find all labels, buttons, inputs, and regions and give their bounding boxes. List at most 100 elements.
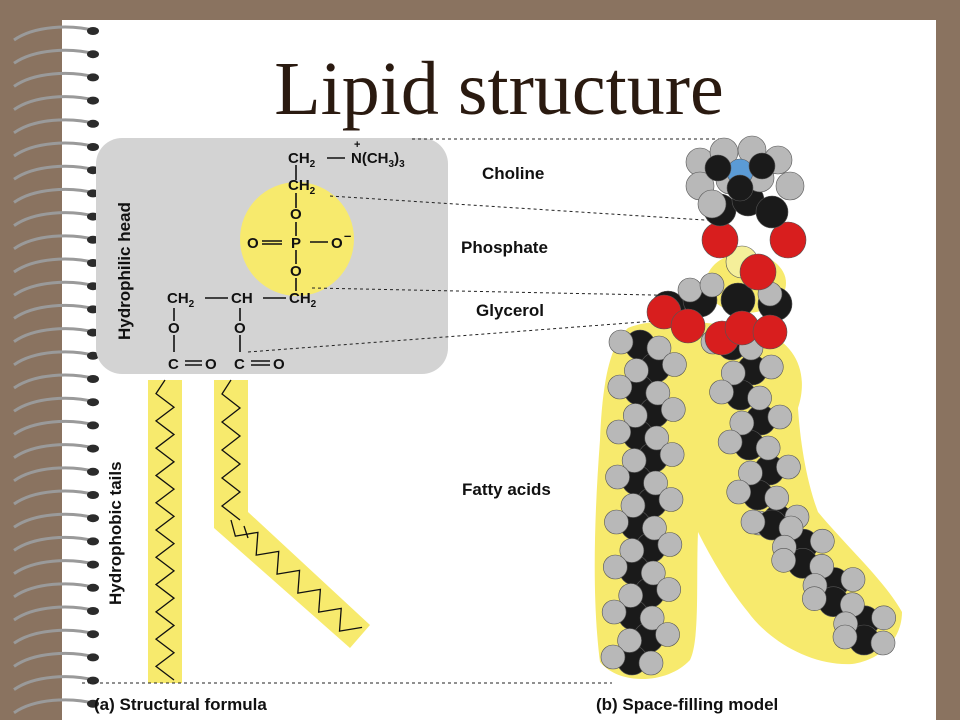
hydrophilic-head-label: Hydrophilic head xyxy=(115,202,134,340)
zigzag-chain xyxy=(154,379,176,681)
atom-sphere xyxy=(832,624,858,650)
atom-sphere xyxy=(701,221,739,259)
atom-sphere xyxy=(639,605,665,631)
atom-sphere xyxy=(608,329,634,355)
binding-hole xyxy=(87,699,99,708)
atom-sphere xyxy=(617,628,642,653)
caption-structural-formula: (a) Structural formula xyxy=(94,695,267,714)
zigzag-chain xyxy=(220,379,242,521)
atom-sphere xyxy=(755,195,789,229)
svg-text:CH: CH xyxy=(231,290,253,307)
atom-sphere xyxy=(704,154,732,182)
spiral-binding xyxy=(13,25,99,715)
atom-sphere xyxy=(645,380,671,406)
atom-sphere xyxy=(802,586,827,611)
space-filling-atoms xyxy=(600,135,896,676)
svg-text:C: C xyxy=(234,356,245,373)
atom-sphere xyxy=(840,567,866,592)
atom-sphere xyxy=(677,277,703,303)
atom-sphere xyxy=(717,429,743,455)
atom-sphere xyxy=(748,152,776,180)
atom-sphere xyxy=(607,374,633,400)
atom-sphere xyxy=(771,548,796,573)
binding-hole xyxy=(87,560,99,569)
svg-text:O: O xyxy=(168,320,180,337)
svg-text:O: O xyxy=(331,235,343,252)
atom-sphere xyxy=(720,360,746,386)
atom-sphere xyxy=(624,358,649,383)
atom-sphere xyxy=(620,493,646,518)
binding-hole xyxy=(87,351,99,360)
binding-hole xyxy=(87,143,99,151)
svg-text:C: C xyxy=(168,356,179,373)
binding-hole xyxy=(87,583,99,592)
atom-sphere xyxy=(670,308,706,344)
binding-hole xyxy=(87,630,99,639)
svg-text:P: P xyxy=(291,235,301,252)
hydrophobic-tails-label: Hydrophobic tails xyxy=(106,461,125,605)
binding-hole xyxy=(87,514,99,523)
atom-sphere xyxy=(656,577,682,602)
phosphate-label: Phosphate xyxy=(461,238,548,257)
atom-sphere xyxy=(655,622,680,647)
atom-sphere xyxy=(601,599,627,625)
atom-sphere xyxy=(729,410,755,436)
double-bond-mark xyxy=(243,525,249,539)
atom-sphere xyxy=(764,485,790,511)
atom-sphere xyxy=(646,335,672,361)
svg-text:O: O xyxy=(234,320,246,337)
atom-sphere xyxy=(605,464,630,490)
atom-sphere xyxy=(622,403,648,428)
atom-sphere xyxy=(600,644,626,670)
svg-text:N(CH3)3: N(CH3)3 xyxy=(351,150,405,170)
binding-hole xyxy=(87,398,99,407)
atom-sphere xyxy=(644,425,670,451)
atom-sphere xyxy=(739,253,777,291)
svg-text:O: O xyxy=(205,356,217,373)
atom-sphere xyxy=(870,630,896,656)
atom-sphere xyxy=(606,419,632,445)
caption-space-filling-model: (b) Space-filling model xyxy=(596,695,778,714)
binding-hole xyxy=(87,119,99,128)
binding-hole xyxy=(87,96,99,105)
atom-sphere xyxy=(659,442,685,467)
fatty-acids-label: Fatty acids xyxy=(462,480,551,499)
binding-hole xyxy=(87,444,99,453)
atom-sphere xyxy=(638,650,664,676)
atom-sphere xyxy=(643,470,668,496)
atom-sphere xyxy=(619,538,645,563)
atom-sphere xyxy=(776,454,801,480)
atom-sphere xyxy=(767,404,793,430)
binding-hole xyxy=(87,375,99,383)
atom-sphere xyxy=(752,314,788,350)
atom-sphere xyxy=(758,354,784,380)
atom-sphere xyxy=(769,221,807,259)
atom-sphere xyxy=(697,189,727,219)
binding-hole xyxy=(87,607,99,615)
atom-sphere xyxy=(621,448,647,473)
atom-sphere xyxy=(658,487,684,512)
svg-text:–: – xyxy=(344,228,351,243)
slide-title: Lipid structure xyxy=(274,47,724,131)
svg-text:+: + xyxy=(354,139,360,151)
atom-sphere xyxy=(618,583,644,608)
svg-text:CH2: CH2 xyxy=(288,150,316,170)
binding-hole xyxy=(87,421,99,430)
binding-hole xyxy=(87,537,99,546)
atom-sphere xyxy=(640,560,666,586)
dashed-connectors xyxy=(82,138,722,684)
atom-sphere xyxy=(726,174,754,202)
atom-sphere xyxy=(709,379,734,405)
atom-sphere xyxy=(738,460,763,486)
svg-text:CH2: CH2 xyxy=(167,290,195,310)
structural-bonds xyxy=(173,157,345,366)
choline-label: Choline xyxy=(482,164,544,183)
structural-formula-atoms: CH2 N(CH3)3 + CH2 O O P O – O CH2 CH CH2… xyxy=(167,139,405,373)
atom-sphere xyxy=(604,509,629,535)
glycerol-label: Glycerol xyxy=(476,301,544,320)
binding-hole xyxy=(87,50,99,59)
phosphate-highlight xyxy=(240,182,354,296)
atom-sphere xyxy=(775,171,805,201)
binding-hole xyxy=(87,467,99,476)
